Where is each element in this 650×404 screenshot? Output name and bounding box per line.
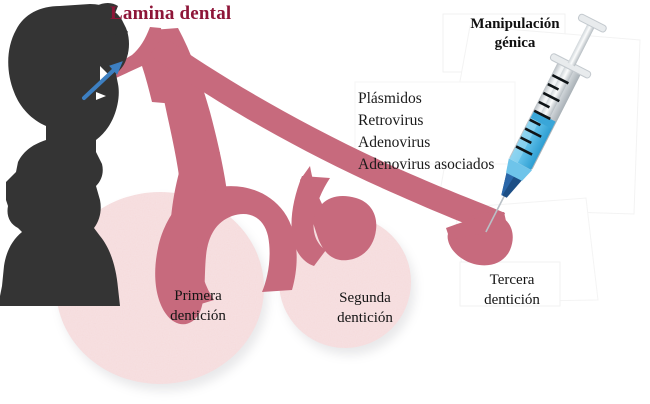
vector-list-item: Adenovirus bbox=[358, 134, 431, 151]
vector-list: Plásmidos Retrovirus Adenovirus Adenovir… bbox=[358, 88, 494, 176]
syringe-icon bbox=[485, 13, 607, 233]
label-primera-denticion: Primera dentición bbox=[170, 288, 226, 325]
label-tercera-denticion: Tercera dentición bbox=[484, 272, 540, 309]
heading-manipulacion-genica: Manipulación génica bbox=[470, 16, 560, 52]
dental-lamina bbox=[100, 27, 513, 325]
vector-list-item: Plásmidos bbox=[358, 90, 422, 107]
child-head-silhouette bbox=[0, 3, 129, 306]
vector-list-item: Retrovirus bbox=[358, 112, 424, 129]
vector-list-item: Adenovirus asociados bbox=[358, 156, 495, 173]
arrow-icon bbox=[82, 61, 123, 100]
page-title-lamina-dental: Lamina dental bbox=[110, 3, 232, 24]
label-segunda-denticion: Segunda dentición bbox=[337, 290, 393, 327]
